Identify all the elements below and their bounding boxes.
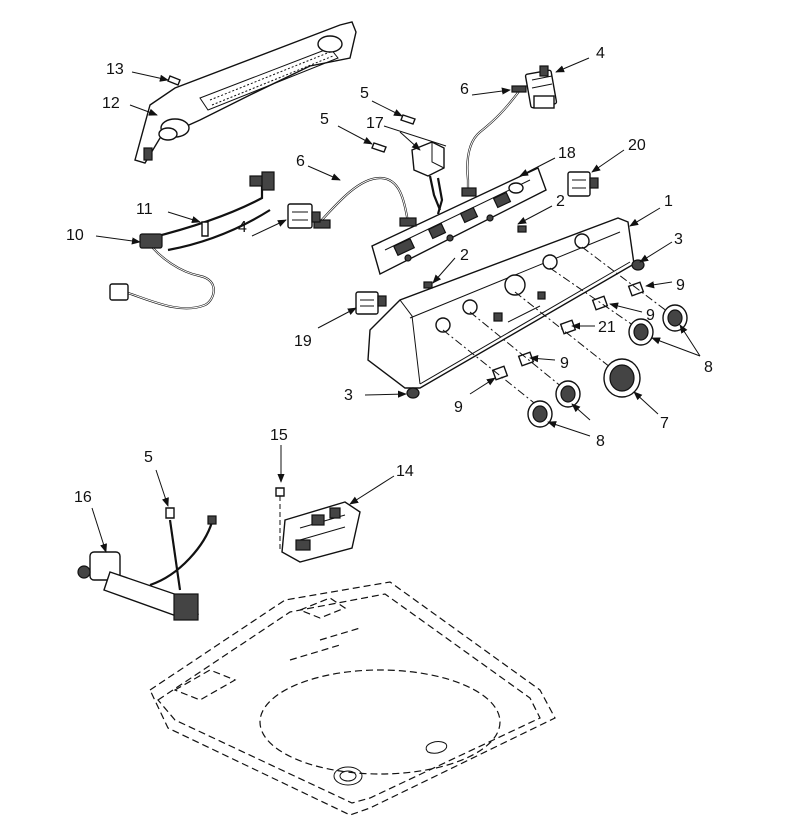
- switch-19: [355, 291, 387, 315]
- callout-1: 1: [664, 193, 673, 210]
- console-trim-part: [134, 21, 357, 164]
- callout-2: 2: [556, 193, 565, 210]
- screw-11: [201, 221, 209, 237]
- callout-3: 3: [344, 387, 353, 404]
- leader-lines: [91, 57, 701, 553]
- callout-5: 5: [360, 85, 369, 102]
- switch-20: [567, 171, 599, 197]
- callout-9: 9: [676, 277, 685, 294]
- knob-7: [603, 358, 641, 398]
- callout-6: 6: [296, 153, 305, 170]
- callout-7: 7: [660, 415, 669, 432]
- callout-2: 2: [460, 247, 469, 264]
- wire-harness-6-lower: [313, 176, 417, 229]
- callout-9: 9: [454, 399, 463, 416]
- switch-4-upper: [524, 65, 558, 109]
- callout-19: 19: [294, 333, 312, 350]
- callout-17: 17: [366, 115, 384, 132]
- callout-18: 18: [558, 145, 576, 162]
- callout-9: 9: [560, 355, 569, 372]
- callout-20: 20: [628, 137, 646, 154]
- switch-4-lower: [287, 203, 321, 229]
- power-cord-10: [109, 171, 275, 310]
- bracket-14: [281, 501, 361, 563]
- callout-labels: 13 12 4 5 6 5 17 18 20 6 1 2 11 10 4 3 2…: [66, 45, 713, 506]
- wire-harness-6-upper: [461, 85, 527, 197]
- control-board-18: [371, 167, 547, 276]
- callout-3: 3: [674, 231, 683, 248]
- callout-15: 15: [270, 427, 288, 444]
- knobs-8: [527, 304, 688, 428]
- screw-5-lower: [165, 507, 175, 519]
- callout-14: 14: [396, 463, 414, 480]
- callout-16: 16: [74, 489, 92, 506]
- callout-6: 6: [460, 81, 469, 98]
- callout-21: 21: [598, 319, 616, 336]
- callout-12: 12: [102, 95, 120, 112]
- control-panel-1: [367, 217, 635, 389]
- screw-15: [275, 487, 285, 550]
- callout-8: 8: [596, 433, 605, 450]
- bracket-17: [411, 141, 445, 215]
- lens-2: [423, 225, 527, 289]
- callout-5: 5: [144, 449, 153, 466]
- callout-10: 10: [66, 227, 84, 244]
- screw-13: [167, 75, 181, 86]
- callout-13: 13: [106, 61, 124, 78]
- callout-9: 9: [646, 307, 655, 324]
- callout-5: 5: [320, 111, 329, 128]
- screw-5-upper: [371, 114, 416, 153]
- water-valve-16: [77, 515, 217, 621]
- callout-8: 8: [704, 359, 713, 376]
- end-cap-3: [406, 259, 645, 399]
- callout-11: 11: [136, 201, 153, 218]
- washer-top-base: [149, 581, 556, 816]
- callout-4: 4: [596, 45, 605, 62]
- callout-4: 4: [238, 219, 247, 236]
